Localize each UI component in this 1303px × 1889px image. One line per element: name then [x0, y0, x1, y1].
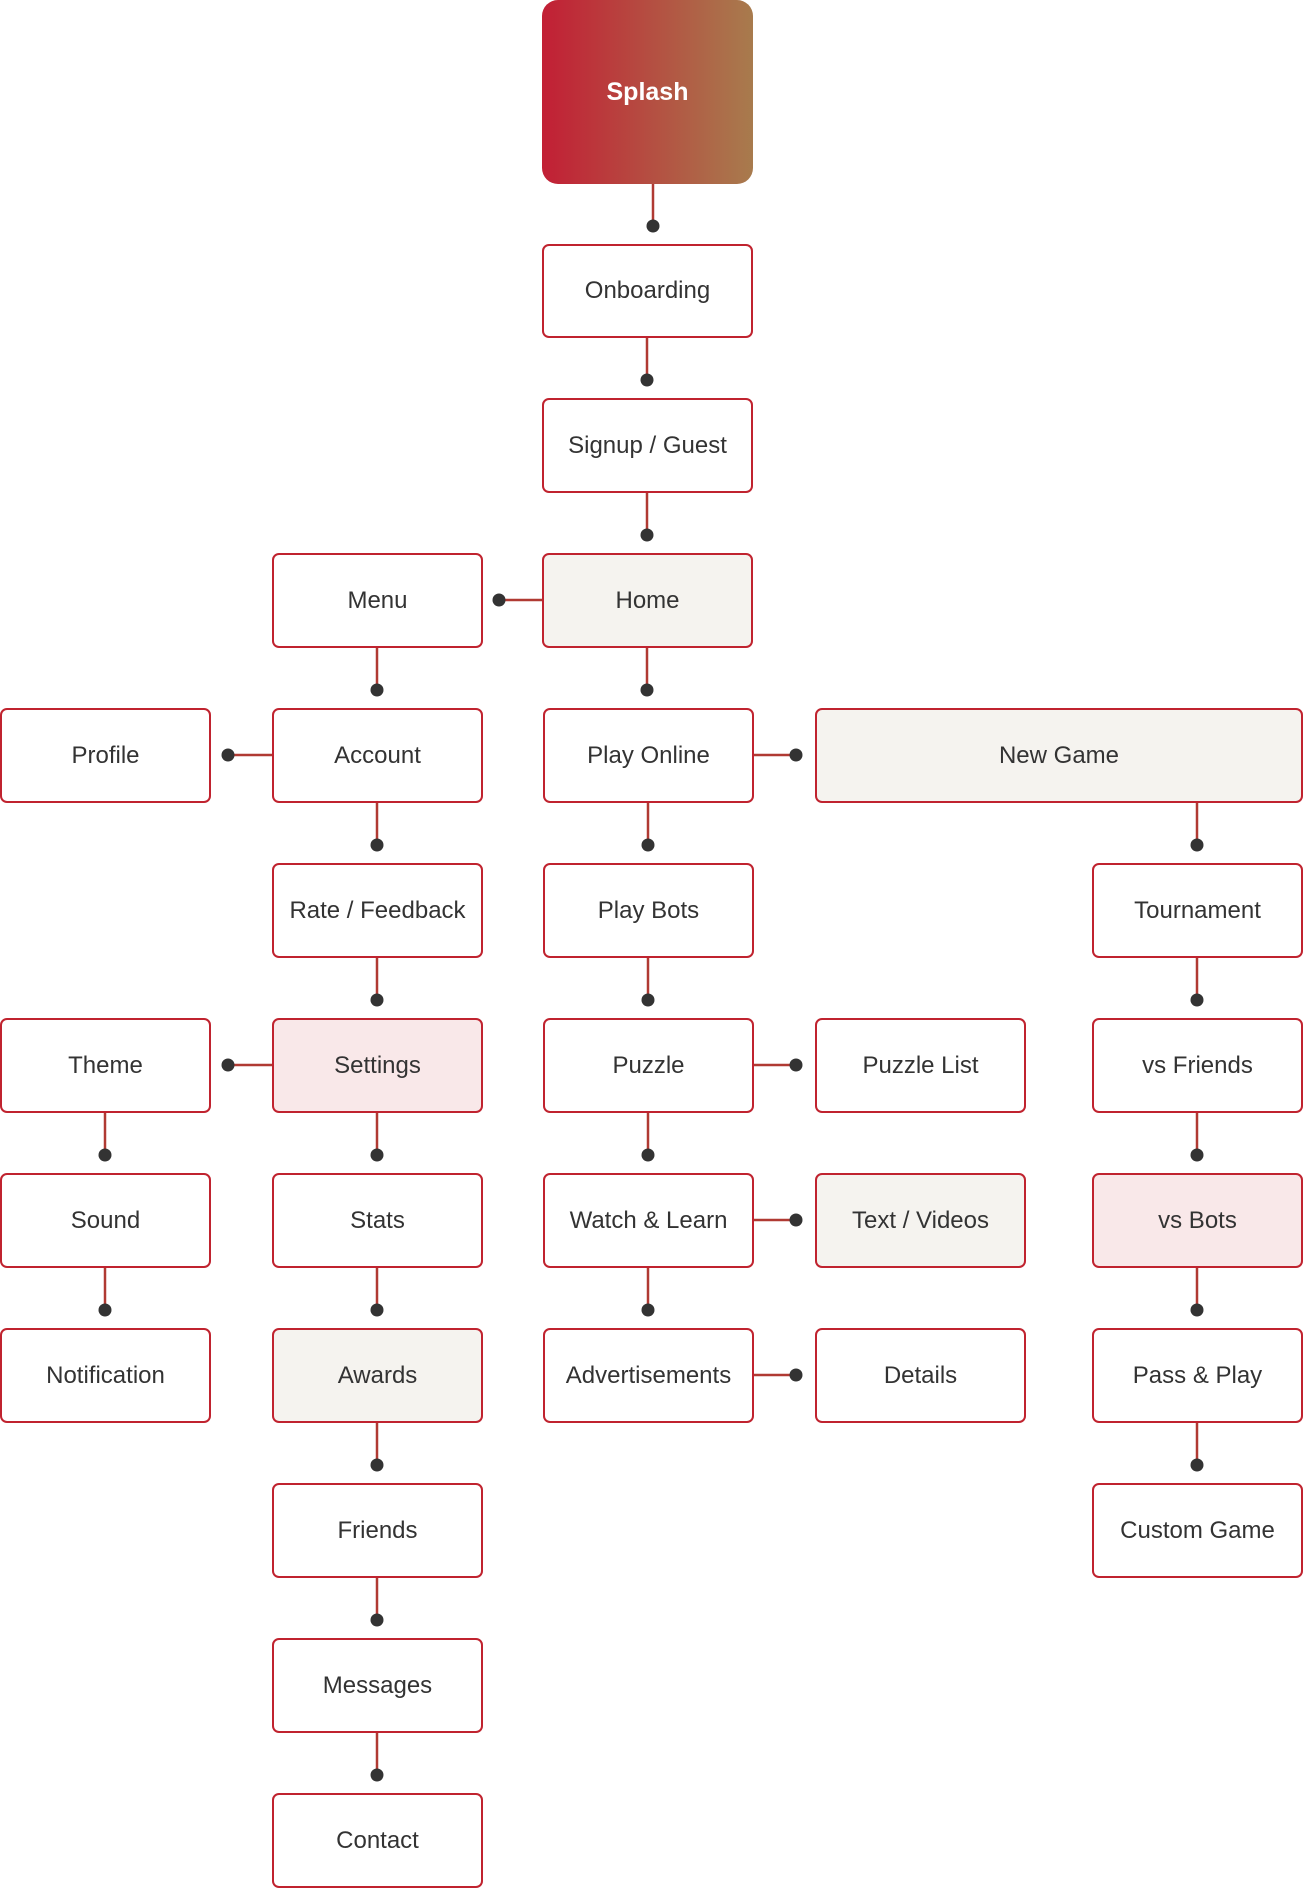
connector-dot [789, 1368, 803, 1382]
node-profile: Profile [0, 708, 211, 803]
connector-dot [640, 373, 654, 387]
connector-dot [98, 1303, 112, 1317]
node-theme: Theme [0, 1018, 211, 1113]
node-rate-feedback: Rate / Feedback [272, 863, 483, 958]
node-home: Home [542, 553, 753, 648]
connector-dot [370, 1148, 384, 1162]
connector-dot [221, 1058, 235, 1072]
node-contact: Contact [272, 1793, 483, 1888]
node-new-game: New Game [815, 708, 1303, 803]
connector-dot [789, 748, 803, 762]
connector-dot [1190, 838, 1204, 852]
connector-dot [789, 1058, 803, 1072]
node-sound: Sound [0, 1173, 211, 1268]
connector-dot [1190, 1458, 1204, 1472]
node-notification: Notification [0, 1328, 211, 1423]
connector-dot [370, 1458, 384, 1472]
connector-dot [370, 1613, 384, 1627]
node-puzzle: Puzzle [543, 1018, 754, 1113]
connector-dot [789, 1213, 803, 1227]
node-watch-learn: Watch & Learn [543, 1173, 754, 1268]
node-friends: Friends [272, 1483, 483, 1578]
node-splash: Splash [542, 0, 753, 184]
connector-dot [646, 219, 660, 233]
node-pass-play: Pass & Play [1092, 1328, 1303, 1423]
connector-dot [98, 1148, 112, 1162]
node-vs-friends: vs Friends [1092, 1018, 1303, 1113]
node-awards: Awards [272, 1328, 483, 1423]
node-account: Account [272, 708, 483, 803]
connector-dot [370, 1303, 384, 1317]
connector-dot [370, 993, 384, 1007]
connector-dot [641, 993, 655, 1007]
connector-dot [640, 528, 654, 542]
node-onboarding: Onboarding [542, 244, 753, 338]
connector-dot [492, 593, 506, 607]
connector-dot [370, 1768, 384, 1782]
connector-dot [641, 1148, 655, 1162]
node-stats: Stats [272, 1173, 483, 1268]
connector-dot [221, 748, 235, 762]
node-puzzle-list: Puzzle List [815, 1018, 1026, 1113]
node-details: Details [815, 1328, 1026, 1423]
connector-dot [1190, 1148, 1204, 1162]
node-messages: Messages [272, 1638, 483, 1733]
connector-dot [1190, 1303, 1204, 1317]
node-signup-guest: Signup / Guest [542, 398, 753, 493]
connector-dot [641, 838, 655, 852]
connector-dot [370, 683, 384, 697]
connector-dot [641, 1303, 655, 1317]
node-vs-bots: vs Bots [1092, 1173, 1303, 1268]
node-settings: Settings [272, 1018, 483, 1113]
node-play-bots: Play Bots [543, 863, 754, 958]
connector-dot [640, 683, 654, 697]
node-menu: Menu [272, 553, 483, 648]
connector-dot [370, 838, 384, 852]
node-tournament: Tournament [1092, 863, 1303, 958]
node-text-videos: Text / Videos [815, 1173, 1026, 1268]
connector-dot [1190, 993, 1204, 1007]
node-custom-game: Custom Game [1092, 1483, 1303, 1578]
node-play-online: Play Online [543, 708, 754, 803]
node-advertisements: Advertisements [543, 1328, 754, 1423]
